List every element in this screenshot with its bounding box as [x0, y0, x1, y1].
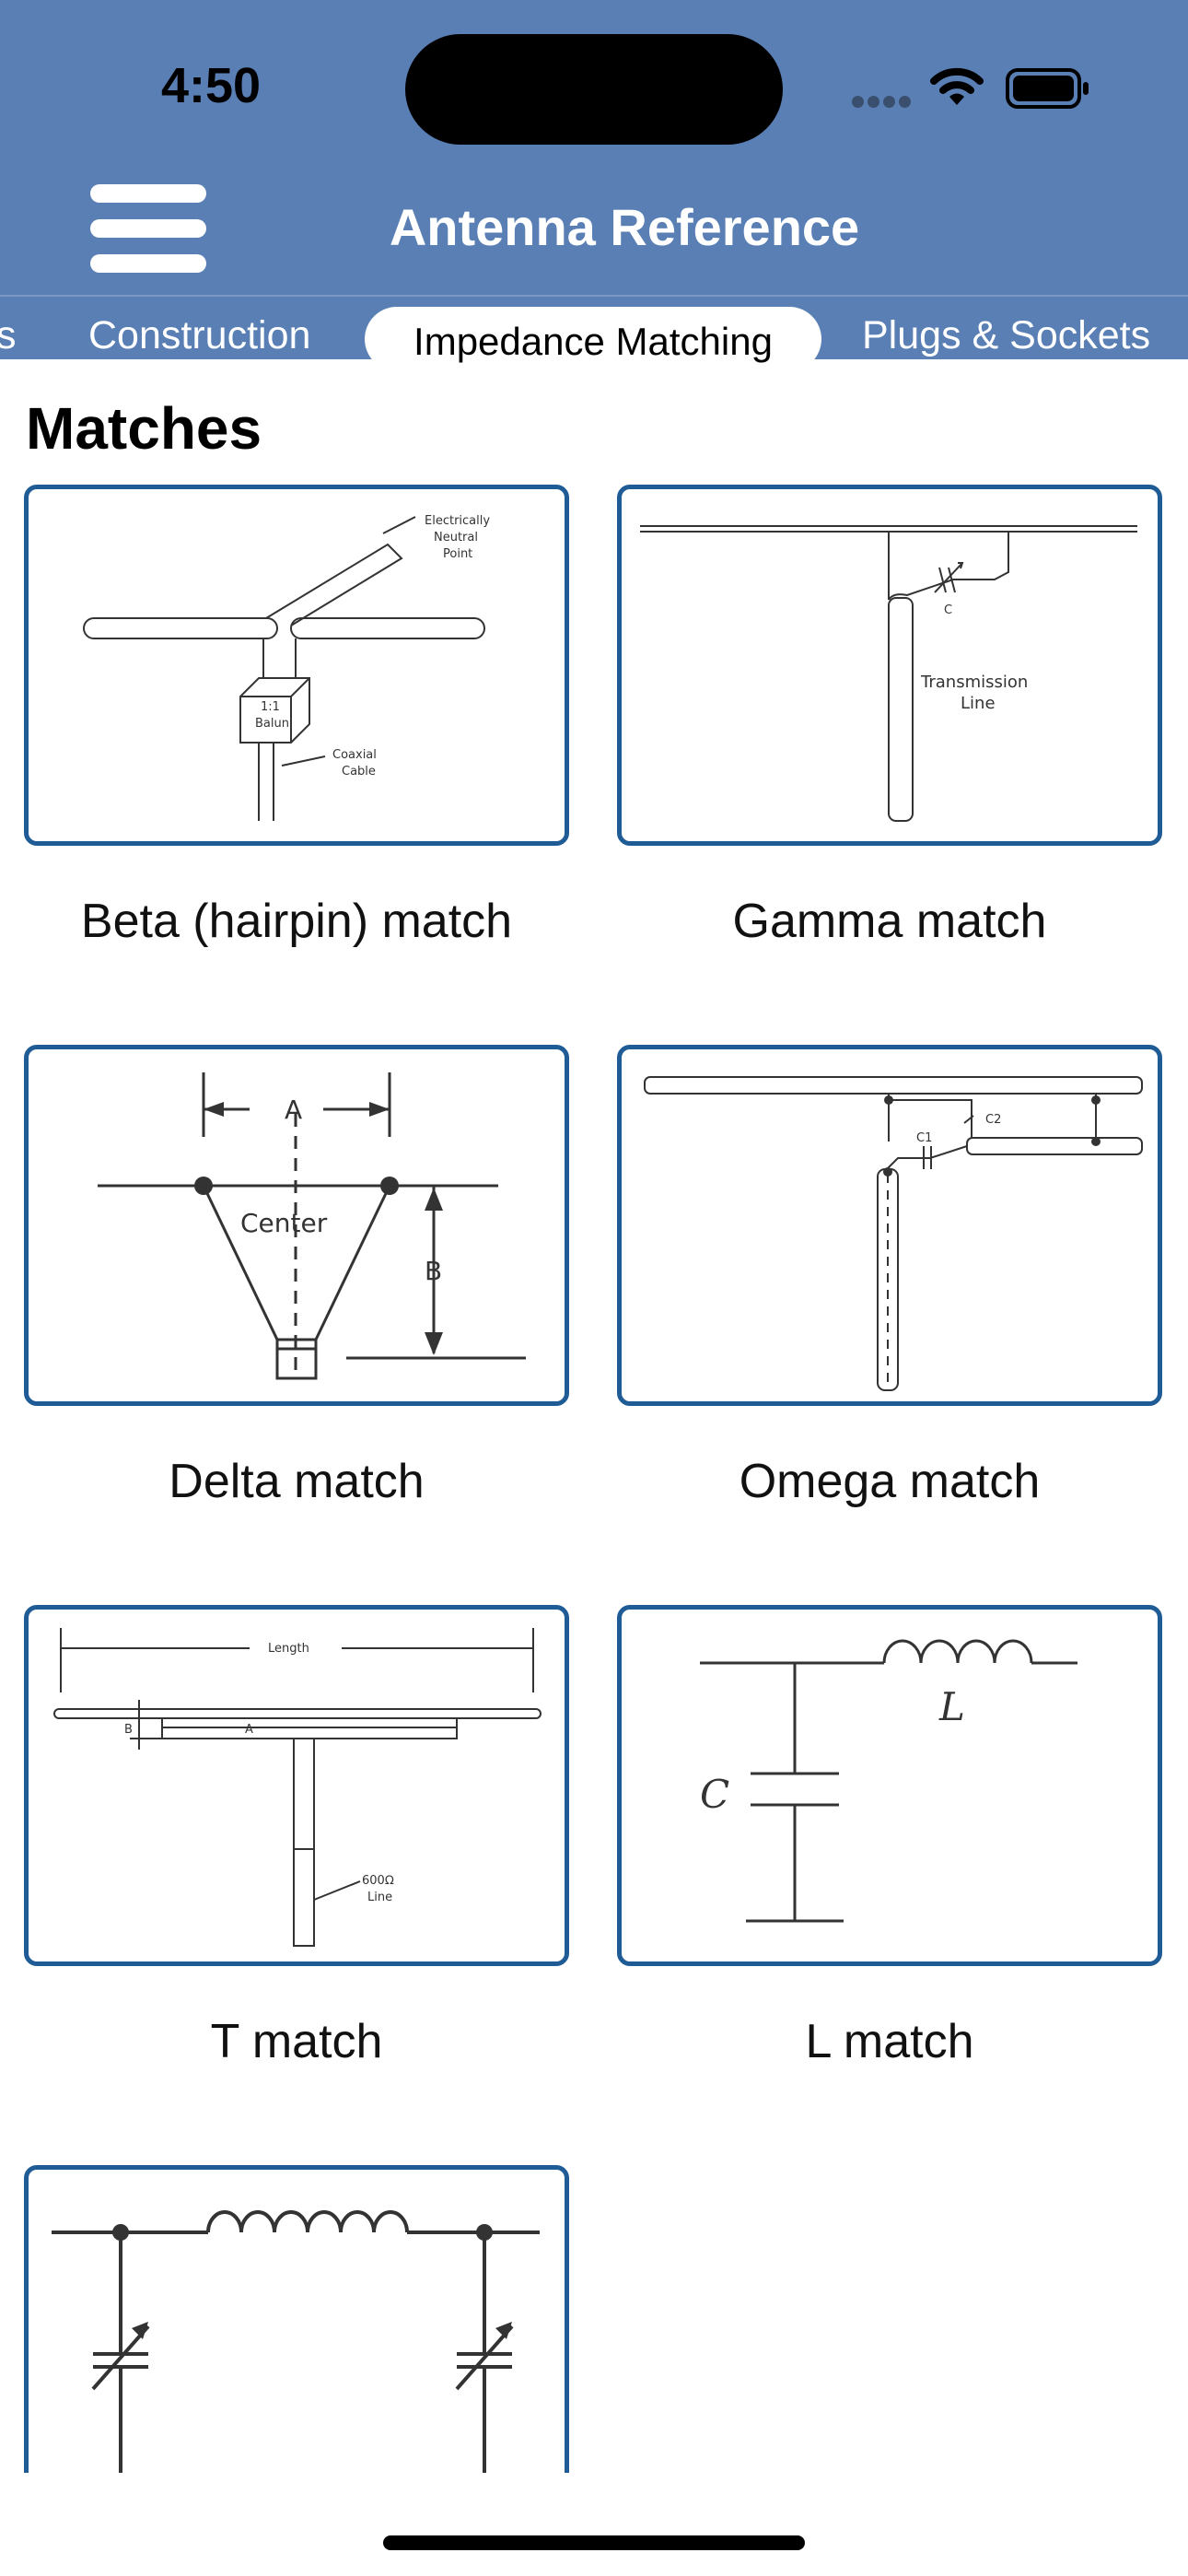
section-title: Matches	[26, 395, 262, 462]
l-match-card[interactable]: L C	[617, 1605, 1162, 1966]
gamma-label-c: C	[944, 603, 952, 617]
t-label-b: B	[124, 1723, 133, 1737]
beta-label-balun: Balun	[255, 717, 289, 731]
bottom-safe-area	[0, 2473, 1188, 2576]
page-title: Antenna Reference	[389, 198, 860, 256]
tab-impedance-matching[interactable]: Impedance Matching	[365, 307, 821, 371]
beta-label-neutral: Neutral	[434, 531, 478, 544]
l-match-diagram: L C	[700, 1639, 1077, 1923]
beta-label-cable: Cable	[342, 765, 376, 779]
t-match-diagram: Length B A 600Ω Line	[53, 1628, 542, 1947]
gamma-label-transmission: Transmission	[920, 673, 1028, 692]
status-time: 4:50	[161, 58, 262, 113]
delta-label-center: Center	[240, 1208, 328, 1238]
t-label-600: 600Ω	[362, 1874, 394, 1888]
tab-construction[interactable]: Construction	[88, 313, 311, 357]
pi-match-card[interactable]	[24, 2165, 569, 2526]
wifi-icon	[930, 66, 984, 111]
t-label-length: Length	[268, 1642, 309, 1656]
t-label-a: A	[245, 1723, 253, 1737]
cellular-signal-icon	[852, 96, 914, 112]
l-label-c: C	[700, 1772, 729, 1817]
omega-label-c1: C1	[916, 1131, 932, 1145]
gamma-match-label: Gamma match	[732, 895, 1047, 948]
delta-match-label: Delta match	[169, 1455, 425, 1508]
beta-label-point: Point	[443, 547, 472, 561]
tabs-divider	[0, 295, 1188, 297]
l-match-label: L match	[805, 2015, 974, 2068]
t-match-label: T match	[210, 2015, 383, 2068]
dynamic-island	[405, 34, 783, 145]
app-header: 4:50 Antenna Reference s Construction Im…	[0, 0, 1188, 371]
omega-match-diagram: C2 C1	[644, 1076, 1143, 1391]
battery-icon	[1006, 68, 1090, 113]
tab-previous[interactable]: s	[0, 313, 17, 357]
delta-label-b: B	[425, 1256, 442, 1286]
omega-label-c2: C2	[985, 1113, 1001, 1127]
t-match-card[interactable]: Length B A 600Ω Line	[24, 1605, 569, 1966]
omega-match-card[interactable]: C2 C1	[617, 1045, 1162, 1406]
pi-match-diagram	[52, 2210, 540, 2474]
delta-label-a: A	[285, 1095, 302, 1125]
beta-match-card[interactable]: Electrically Neutral Point 1:1 Balun Coa…	[24, 485, 569, 846]
beta-label-coaxial: Coaxial	[332, 748, 377, 762]
home-indicator[interactable]	[383, 2535, 805, 2550]
delta-match-diagram: A Center B	[98, 1072, 526, 1380]
beta-match-diagram: Electrically Neutral Point 1:1 Balun Coa…	[83, 514, 490, 821]
gamma-label-line: Line	[961, 694, 996, 713]
gamma-match-card[interactable]: C Transmission Line	[617, 485, 1162, 846]
beta-label-ratio: 1:1	[261, 700, 280, 714]
beta-match-label: Beta (hairpin) match	[80, 895, 513, 948]
omega-match-label: Omega match	[739, 1455, 1041, 1508]
l-label-l: L	[938, 1684, 965, 1729]
gamma-match-diagram: C Transmission Line	[640, 525, 1137, 822]
tab-plugs-sockets[interactable]: Plugs & Sockets	[862, 313, 1151, 357]
beta-label-electrically: Electrically	[425, 514, 490, 528]
delta-match-card[interactable]: A Center B	[24, 1045, 569, 1406]
t-label-line: Line	[367, 1891, 392, 1904]
hamburger-menu-icon[interactable]	[90, 184, 206, 273]
